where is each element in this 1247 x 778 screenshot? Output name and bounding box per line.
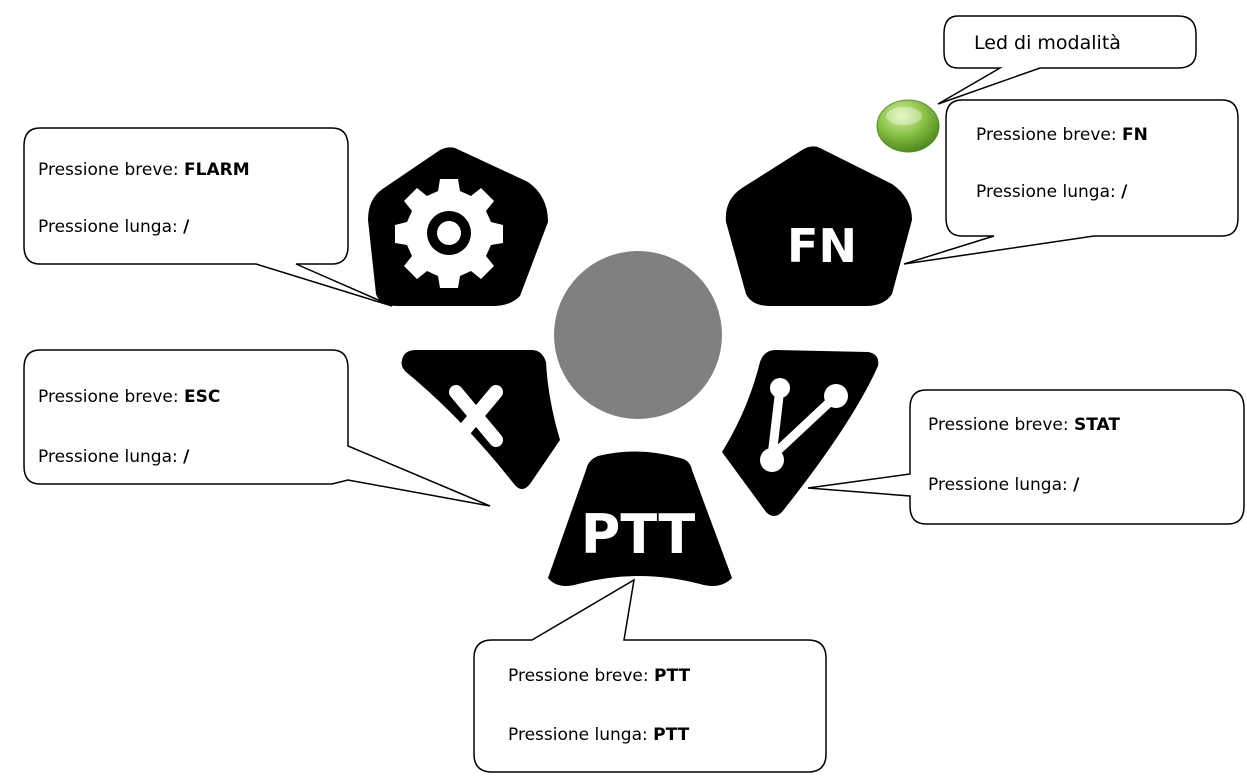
callout-led: Led di modalità [937, 15, 1197, 105]
callout-ptt-short: Pressione breve: PTT [508, 666, 690, 686]
callout-esc-long: Pressione lunga: / [38, 447, 190, 467]
callout-esc: Pressione breve: ESC Pressione lunga: / [23, 349, 491, 507]
led-label: Led di modalità [974, 32, 1121, 54]
callout-settings-long: Pressione lunga: / [38, 217, 190, 237]
fn-button[interactable]: FN [725, 146, 912, 306]
gear-icon [395, 179, 503, 288]
callout-ptt-long: Pressione lunga: PTT [508, 725, 690, 745]
mode-led [876, 99, 940, 153]
center-button[interactable] [554, 251, 722, 419]
stat-button[interactable] [722, 350, 879, 516]
ptt-label: PTT [581, 503, 696, 566]
callout-fn-short: Pressione breve: FN [976, 125, 1148, 145]
callout-settings-short: Pressione breve: FLARM [38, 160, 250, 180]
ptt-button[interactable]: PTT [548, 451, 732, 586]
settings-button[interactable] [368, 147, 548, 306]
callout-ptt: Pressione breve: PTT Pressione lunga: PT… [473, 578, 827, 773]
callout-esc-short: Pressione breve: ESC [38, 387, 220, 407]
close-icon [449, 385, 503, 447]
stats-graph-icon [760, 378, 848, 472]
callout-stat: Pressione breve: STAT Pressione lunga: / [807, 389, 1245, 525]
callout-fn-long: Pressione lunga: / [976, 182, 1128, 202]
callout-stat-long: Pressione lunga: / [928, 475, 1080, 495]
callout-fn: Pressione breve: FN Pressione lunga: / [903, 99, 1239, 265]
callout-settings: Pressione breve: FLARM Pressione lunga: … [23, 127, 393, 307]
esc-button[interactable] [401, 350, 561, 489]
callout-stat-short: Pressione breve: STAT [928, 415, 1120, 435]
fn-label: FN [787, 219, 857, 273]
